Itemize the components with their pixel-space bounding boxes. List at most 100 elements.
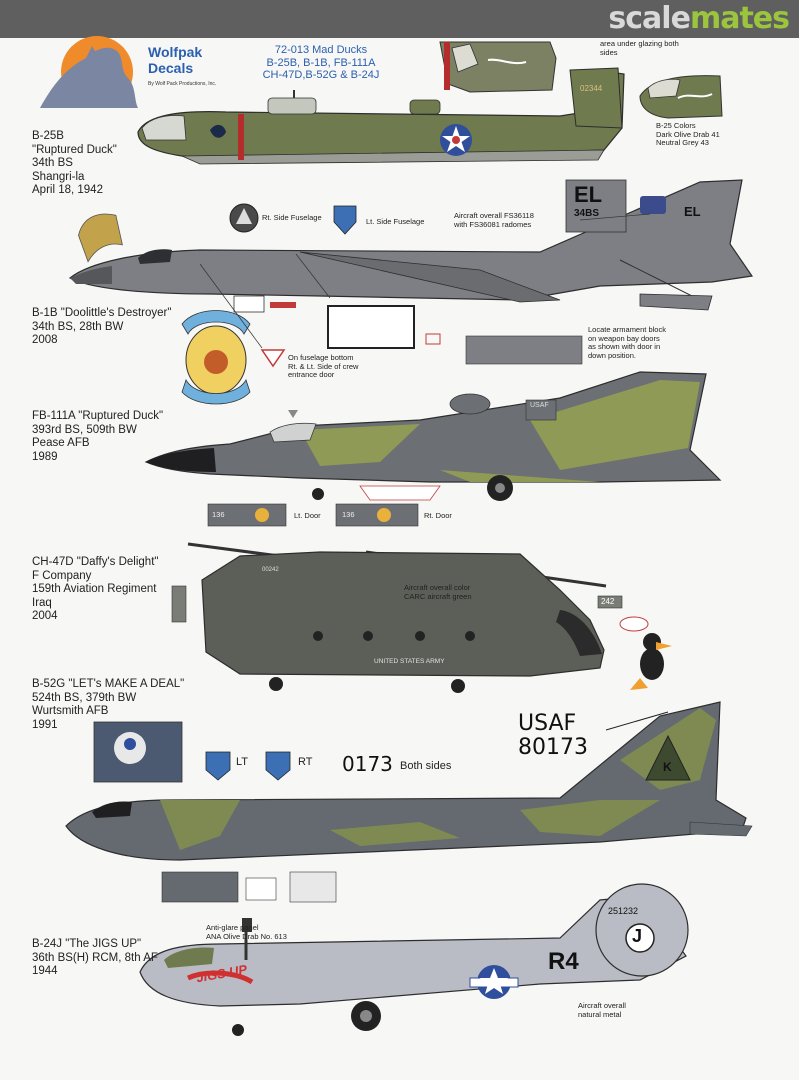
b25-note-line: sides	[600, 47, 618, 57]
b24j-finish-line: Aircraft overall	[578, 1001, 626, 1010]
b1b-aircraft	[68, 179, 754, 311]
b1b-caption-line: 34th BS, 28th BW	[32, 320, 124, 333]
b25-caption-line: Shangri-la	[32, 170, 85, 183]
ch47d-caption: CH-47D "Daffy's Delight" F Company 159th…	[32, 556, 158, 624]
brand-part2: mates	[689, 1, 790, 36]
wolfpak-logo-text[interactable]: Wolfpak Decals	[148, 44, 202, 76]
b25-caption-line: April 18, 1942	[32, 184, 103, 196]
b24j-caption: B-24J "The JIGS UP" 36th BS(H) RCM, 8th …	[32, 938, 158, 979]
b52g-tail-serial: 80173	[518, 735, 588, 760]
b25-color-line: Dark Olive Drab 41	[656, 129, 720, 139]
b24j-tail-serial: 251232	[608, 906, 639, 916]
ch47d-aft-code: 00242	[262, 567, 279, 573]
b52g-tail-letter: K	[663, 760, 672, 774]
b25-tail-code: 02344	[580, 84, 603, 93]
top-bar: scalemates	[0, 0, 799, 38]
fb111a-caption-line: 1989	[32, 450, 58, 463]
b52g-caption-line: Wurtsmith AFB	[32, 705, 109, 717]
b1b-color-note: Aircraft overall FS36118 with FS36081 ra…	[454, 211, 534, 229]
fb111a-rt-door-label: Rt. Door	[424, 511, 452, 520]
fb111a-caption-line: Pease AFB	[32, 437, 90, 449]
b1b-fuselage-line: On fuselage bottom	[288, 353, 354, 362]
b1b-rt-side-insignia	[229, 203, 259, 233]
b25-caption: B-25B "Ruptured Duck" 34th BS Shangri-la…	[32, 130, 117, 198]
b24j-caption-line: 1944	[32, 965, 58, 977]
sheet-line2: B-25B, B-1B, FB-111A	[266, 56, 376, 69]
b1b-armament-note: Locate armament block on weapon bay door…	[588, 325, 666, 360]
b24j-finish-line: natural metal	[578, 1009, 622, 1019]
b1b-nose-art-scroll	[78, 213, 123, 263]
b25-caption-line: B-25B	[32, 130, 64, 142]
b52g-tail-usaf: USAF	[518, 711, 577, 736]
b52g-lt-label: LT	[236, 756, 249, 768]
b1b-fuselage-line: entrance door	[288, 370, 335, 379]
b1b-caption-line: 2008	[32, 334, 58, 346]
b52g-rt-label: RT	[298, 756, 313, 768]
scalemates-logo[interactable]: scalemates	[608, 1, 790, 36]
b1b-tail-code-panel	[565, 179, 666, 233]
ch47d-color-line: Aircraft overall color	[404, 583, 471, 592]
b1b-caption-line: B-1B "Doolittle's Destroyer"	[32, 307, 172, 319]
sheet-title-block: 72-013 Mad Ducks B-25B, B-1B, FB-111A CH…	[236, 44, 406, 82]
ch47d-serial: 242	[601, 597, 615, 606]
b52g-caption-line: 524th BS, 379th BW	[32, 691, 137, 704]
ch47d-color-line: CARC aircraft green	[404, 591, 472, 601]
b1b-armament-line: as shown with door in	[588, 342, 661, 351]
b1b-tail-sub: 34BS	[574, 208, 600, 219]
b1b-armament-line: Locate armament block	[588, 325, 666, 334]
daffy-nose-art-icon	[619, 616, 672, 690]
b1b-fuselage-note: On fuselage bottom Rt. & Lt. Side of cre…	[288, 353, 359, 380]
b24j-code: R4	[548, 948, 579, 975]
b25-note-line: area under glazing both	[600, 39, 679, 48]
fb111a-tail-text: USAF	[530, 402, 549, 409]
fb111a-caption-line: FB-111A "Ruptured Duck"	[32, 410, 164, 422]
b52g-caption-line: 1991	[32, 718, 58, 731]
ch47d-caption-line: 2004	[32, 610, 58, 622]
b24j-tail-letter: J	[632, 926, 643, 946]
ch47d-caption-line: 159th Aviation Regiment	[32, 583, 157, 595]
ch47d-color-note: Aircraft overall color CARC aircraft gre…	[404, 583, 472, 601]
b52g-caption: B-52G "LET's MAKE A DEAL" 524th BS, 379t…	[32, 678, 184, 732]
b25-color-note: B-25 Colors Dark Olive Drab 41 Neutral G…	[656, 121, 720, 148]
b1b-armament-line: down position.	[588, 350, 636, 360]
b24j-caption-line: B-24J "The JIGS UP"	[32, 938, 142, 950]
logo-line2: Decals	[148, 60, 194, 76]
b52g-nose-art-panel	[93, 721, 183, 783]
b25-note-top: area under glazing both sides	[600, 39, 679, 57]
b24j-antiglare-note: Anti-glare panel ANA Olive Drab No. 613	[206, 923, 287, 941]
fb111a-door-num-right: 136	[342, 510, 355, 519]
fb111a-caption-line: 393rd BS, 509th BW	[32, 423, 137, 436]
ch47d-aircraft	[171, 542, 623, 693]
b1b-rt-side-label: Rt. Side Fuselage	[262, 213, 322, 222]
b52g-nose-number: 0173	[342, 752, 393, 776]
b1b-color-line: with FS36081 radomes	[454, 219, 532, 229]
fb111a-door-num-left: 136	[212, 510, 225, 519]
b1b-caption: B-1B "Doolittle's Destroyer" 34th BS, 28…	[32, 307, 171, 348]
b1b-armament-line: on weapon bay doors	[588, 333, 660, 343]
b1b-color-line: Aircraft overall FS36118	[454, 211, 534, 220]
sheet-line3: CH-47D,B-52G & B-24J	[262, 69, 380, 81]
b25-color-line: Neutral Grey 43	[656, 138, 709, 147]
b24j-caption-line: 36th BS(H) RCM, 8th AF	[32, 951, 158, 964]
b24j-antiglare-line: Anti-glare panel	[206, 923, 259, 932]
ch47d-fuselage-text: UNITED STATES ARMY	[374, 658, 445, 665]
b1b-fuselage-line: Rt. & Lt. Side of crew	[288, 361, 359, 371]
b24j-antiglare-line: ANA Olive Drab No. 613	[206, 931, 287, 941]
b1b-tail-code-small: EL	[684, 204, 701, 219]
sheet-title: 72-013 Mad Ducks	[274, 44, 368, 56]
fb111a-caption: FB-111A "Ruptured Duck" 393rd BS, 509th …	[32, 410, 163, 464]
b25-color-line: B-25 Colors	[656, 121, 696, 130]
b52g-rt-insignia	[265, 751, 291, 781]
b25-caption-line: 34th BS	[32, 157, 73, 169]
ch47d-caption-line: CH-47D "Daffy's Delight"	[32, 556, 159, 568]
b1b-lt-side-insignia	[333, 205, 357, 235]
fb111a-door-panels	[207, 503, 419, 527]
brand-part1: scale	[608, 1, 691, 36]
wolfpak-logo-icon	[40, 36, 138, 108]
b24j-finish-note: Aircraft overall natural metal	[578, 1001, 626, 1019]
ch47d-caption-line: F Company	[32, 569, 92, 582]
fb111a-aircraft	[144, 371, 722, 501]
b52g-lt-insignia	[205, 751, 231, 781]
b52g-aircraft	[65, 701, 753, 861]
